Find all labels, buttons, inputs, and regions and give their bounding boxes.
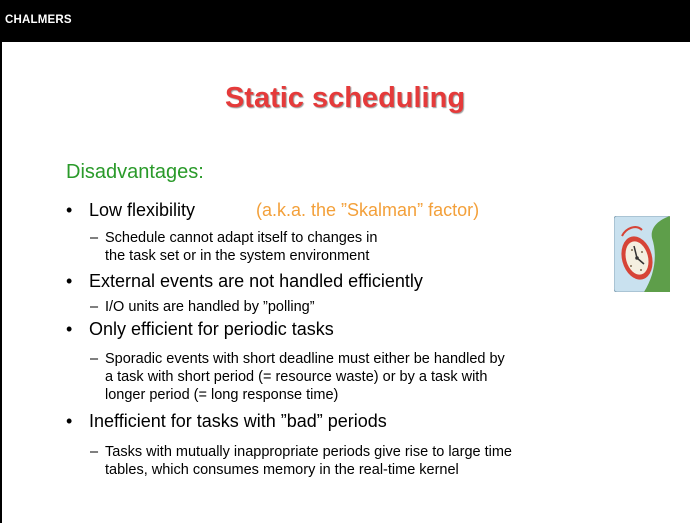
header-bar: CHALMERS [0, 0, 690, 42]
bullet-text: Inefficient for tasks with ”bad” periods [89, 411, 387, 431]
skalman-clock-icon [614, 216, 670, 292]
sub-bullet-line: Sporadic events with short deadline must… [105, 351, 505, 367]
bullet-text: Only efficient for periodic tasks [89, 319, 334, 339]
sub-bullet-line: longer period (= long response time) [105, 387, 339, 403]
bullet-marker: • [66, 200, 73, 220]
sub-bullet-line: the task set or in the system environmen… [105, 248, 370, 264]
bullet-text: External events are not handled efficien… [89, 271, 423, 291]
sub-bullet-marker: – [90, 444, 99, 460]
sub-bullet-line: Tasks with mutually inappropriate period… [105, 444, 512, 460]
brand-label: CHALMERS [5, 14, 72, 26]
bullet-text: Low flexibility [89, 200, 196, 220]
slide-subtitle: Disadvantages: [66, 161, 204, 183]
sub-bullet-line: Schedule cannot adapt itself to changes … [105, 230, 378, 246]
bullet-marker: • [66, 411, 73, 431]
sub-bullet-line: tables, which consumes memory in the rea… [105, 462, 459, 478]
bullet-marker: • [66, 271, 73, 291]
sub-bullet-marker: – [90, 299, 99, 315]
sub-bullet-marker: – [90, 230, 99, 246]
bullet-marker: • [66, 319, 73, 339]
slide-title: Static scheduling [224, 82, 466, 114]
sub-bullet-line: I/O units are handled by ”polling” [105, 299, 315, 315]
sub-bullet-marker: – [90, 351, 99, 367]
sub-bullet-line: a task with short period (= resource was… [105, 369, 488, 385]
skalman-note: (a.k.a. the ”Skalman” factor) [256, 200, 480, 220]
slide-frame-edge [0, 42, 2, 523]
